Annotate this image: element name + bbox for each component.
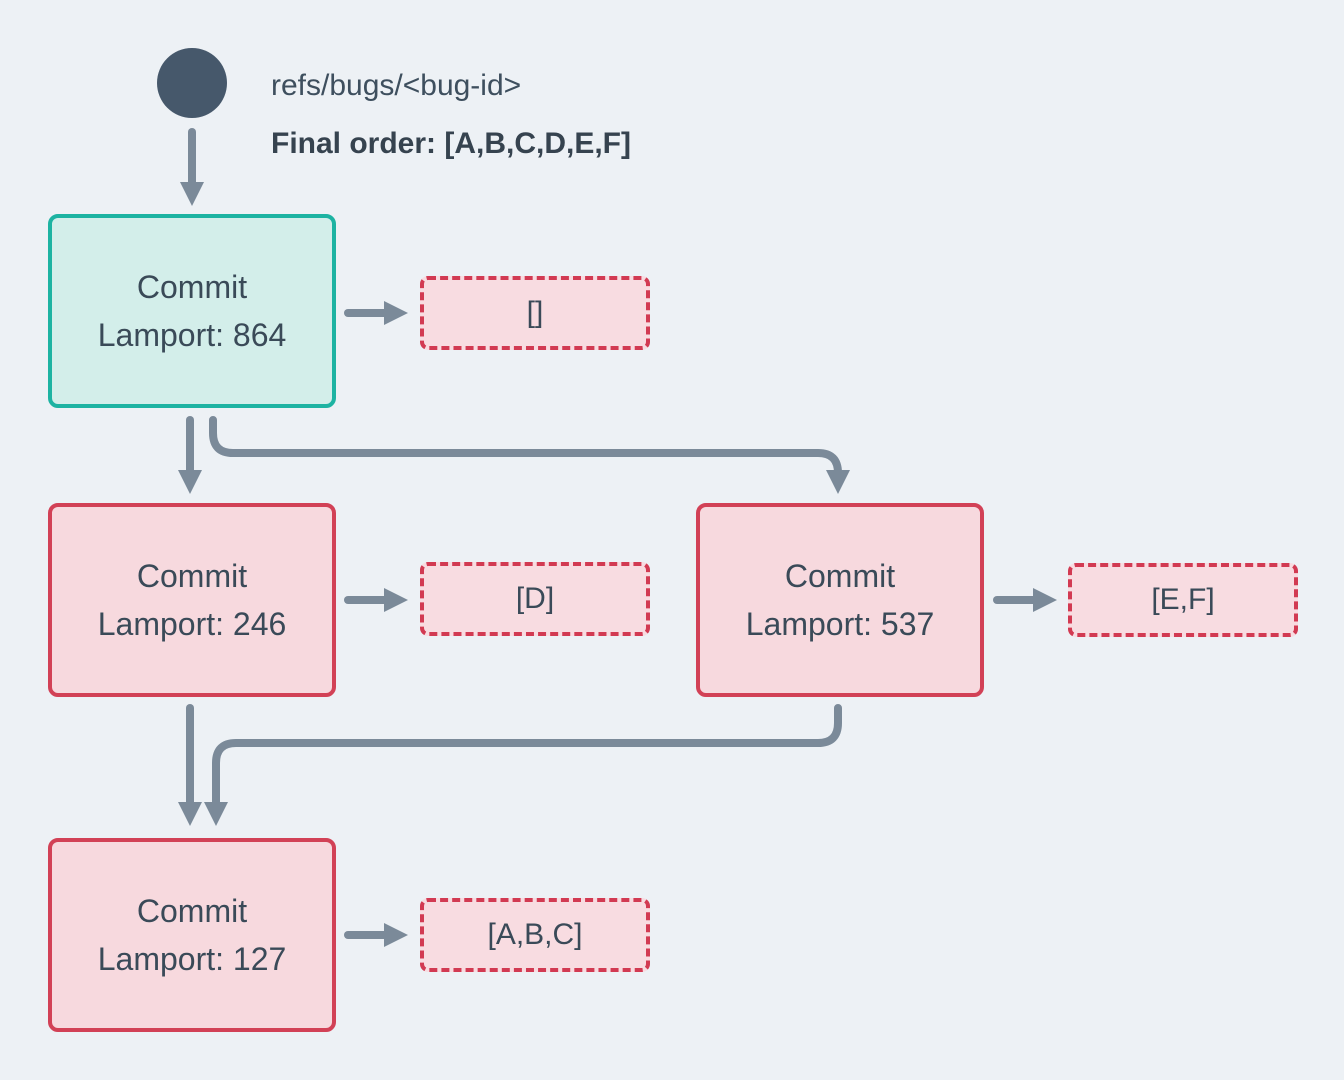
final-order-label: Final order: [A,B,C,D,E,F] xyxy=(271,127,631,160)
commit-lamport: Lamport: 127 xyxy=(97,941,287,977)
payload-box-246: [D] xyxy=(420,562,650,636)
commit-node-864: Commit Lamport: 864 xyxy=(48,214,336,408)
payload-value: [] xyxy=(526,296,544,329)
commit-title: Commit xyxy=(784,558,896,594)
payload-box-127: [A,B,C] xyxy=(420,898,650,972)
branch-ref-label: refs/bugs/<bug-id> xyxy=(271,69,522,102)
payload-box-864: [] xyxy=(420,276,650,350)
edge-commit-537-to-commit-127-icon xyxy=(204,704,842,826)
payload-value: [A,B,C] xyxy=(487,918,583,951)
commit-node-127: Commit Lamport: 127 xyxy=(48,838,336,1032)
payload-value: [E,F] xyxy=(1151,583,1215,616)
commit-lamport: Lamport: 537 xyxy=(745,606,935,642)
commit-title: Commit xyxy=(136,893,248,929)
commit-lamport: Lamport: 864 xyxy=(97,317,287,353)
commit-title: Commit xyxy=(136,558,248,594)
commit-node-537: Commit Lamport: 537 xyxy=(696,503,984,697)
payload-value: [D] xyxy=(515,582,555,615)
commit-lamport: Lamport: 246 xyxy=(97,606,287,642)
commit-title: Commit xyxy=(136,269,248,305)
payload-box-537: [E,F] xyxy=(1068,563,1298,637)
branch-ref-dot-icon xyxy=(157,48,227,118)
commit-node-246: Commit Lamport: 246 xyxy=(48,503,336,697)
edge-commit-864-to-commit-537-icon xyxy=(209,416,850,494)
